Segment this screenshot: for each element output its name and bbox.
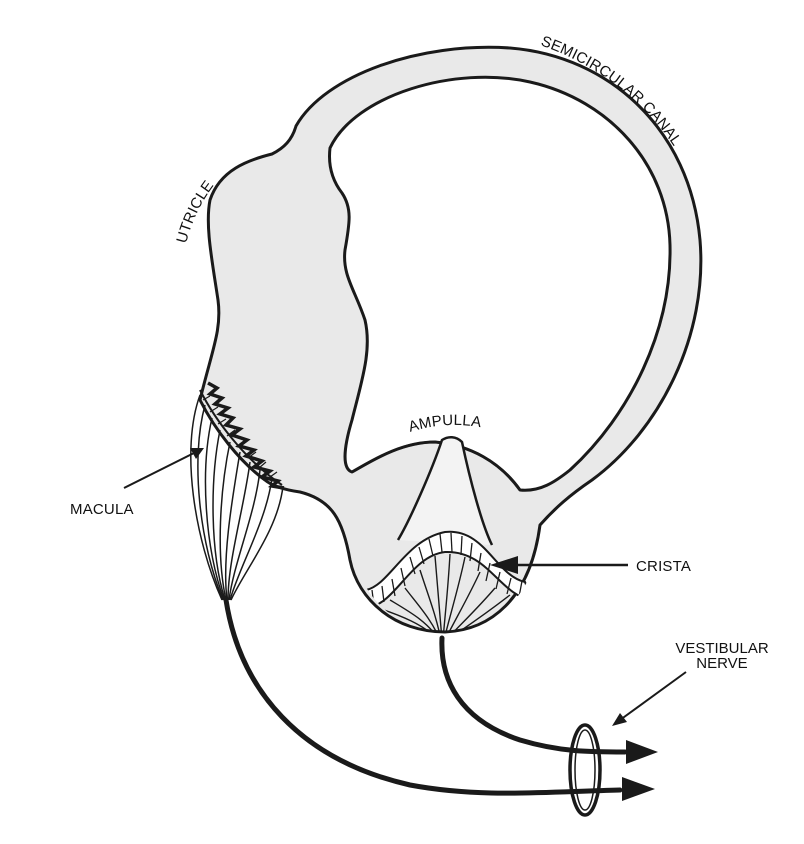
macula-fibers <box>190 394 284 601</box>
label-vestibular-line1: VESTIBULAR <box>675 640 769 657</box>
vestibular-nerve-pointer <box>612 671 687 726</box>
vestibular-nerve-ring-inner <box>574 729 596 811</box>
macula-pointer <box>123 448 204 489</box>
label-vestibular-line2: NERVE <box>696 655 748 672</box>
macula <box>199 381 285 490</box>
cupula <box>396 436 494 546</box>
label-crista: CRISTA <box>636 558 691 575</box>
crista-pointer <box>490 556 628 574</box>
label-macula: MACULA <box>70 501 134 518</box>
ampulla-outline <box>351 440 522 491</box>
label-ampulla: AMPULLA <box>407 412 483 436</box>
utricular-nerve-arrowhead <box>622 777 655 801</box>
ampullary-nerve-arrowhead <box>626 740 658 764</box>
label-vestibular-nerve: VESTIBULAR NERVE <box>662 641 782 671</box>
utricular-nerve <box>223 597 623 796</box>
vestibular-nerve-ring <box>568 723 602 817</box>
ampullary-nerve <box>439 635 628 755</box>
